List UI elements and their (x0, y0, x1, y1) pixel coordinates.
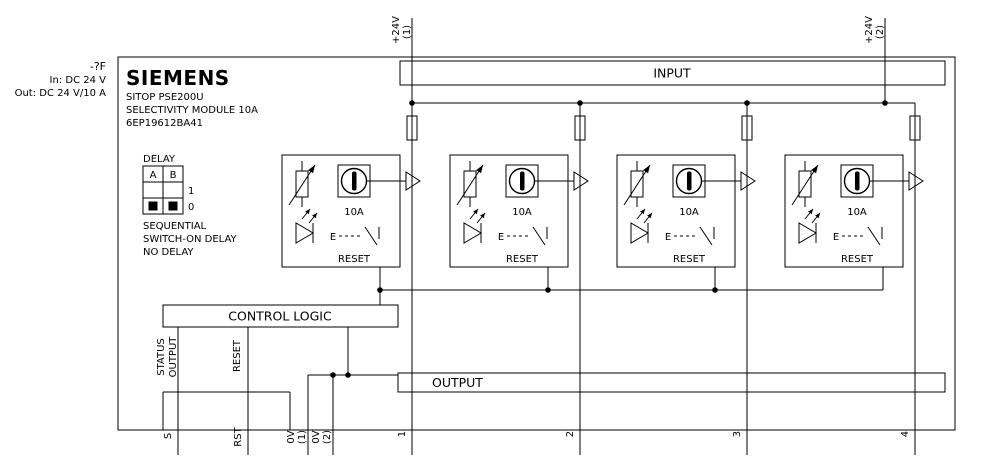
input-bus-label: INPUT (653, 66, 691, 81)
device-designator: -?F (90, 60, 106, 73)
terminal-0v2-index: (2) (322, 430, 333, 444)
terminal-rst-label: RST (233, 426, 244, 446)
junction-dot (377, 287, 383, 293)
terminal-0v1-label: 0V (286, 430, 297, 443)
channel-2-reset-label: RESET (506, 254, 539, 265)
junction-dot (744, 100, 750, 106)
reset-line-label: RESET (232, 339, 243, 372)
control-logic-label: CONTROL LOGIC (228, 309, 332, 324)
delay-legend-3: NO DELAY (143, 247, 194, 258)
delay-column-a: A (150, 170, 157, 181)
channel-3-reset-label: RESET (673, 254, 706, 265)
status-output-label-2: OUTPUT (168, 336, 179, 378)
terminal-0v2-label: 0V (311, 430, 322, 443)
channel-1-reset-label: RESET (338, 254, 371, 265)
control-logic-box (162, 304, 399, 328)
dip-switch-a-icon (148, 201, 158, 211)
channel-1-manual-label: E (330, 232, 336, 243)
feed2-index-label: (2) (875, 25, 886, 39)
junction-dot (545, 287, 551, 293)
status-output-label-1: STATUS (156, 338, 167, 376)
terminal-s-label: S (163, 433, 174, 439)
product-name: SITOP PSE200U (126, 92, 204, 103)
channel-3-manual-label: E (665, 232, 671, 243)
junction-dot (409, 100, 415, 106)
junction-dots (330, 100, 888, 378)
terminal-3-label: 3 (732, 431, 743, 437)
channel-2-manual-label: E (498, 232, 504, 243)
junction-dot (345, 372, 351, 378)
junction-dot (882, 100, 888, 106)
feed1-index-label: (1) (402, 25, 413, 39)
channel-4-rating: 10A (847, 207, 867, 218)
terminal-0v1-index: (1) (297, 430, 308, 444)
order-number: 6EP19612BA41 (126, 118, 203, 129)
delay-row-0: 0 (188, 202, 194, 213)
output-rating-label: Out: DC 24 V/10 A (15, 88, 107, 99)
delay-selector (142, 165, 184, 215)
delay-row-1: 1 (188, 186, 194, 197)
dip-switch-b-icon (168, 201, 178, 211)
terminal-4-label: 4 (900, 431, 911, 437)
brand-logo-text: SIEMENS (126, 66, 230, 90)
junction-dot (330, 372, 336, 378)
channel-4-reset-label: RESET (841, 254, 874, 265)
channel-1-rating: 10A (344, 207, 364, 218)
input-rating-label: In: DC 24 V (50, 75, 107, 86)
wiring (162, 18, 916, 455)
output-bus-label: OUTPUT (432, 375, 483, 390)
delay-column-b: B (170, 170, 177, 181)
junction-dot (577, 100, 583, 106)
delay-legend-2: SWITCH-ON DELAY (143, 234, 238, 245)
product-description: SELECTIVITY MODULE 10A (126, 105, 258, 116)
input-bus-bar (399, 60, 946, 86)
feed1-voltage-label: +24V (391, 16, 402, 44)
junction-dot (712, 287, 718, 293)
delay-legend-1: SEQUENTIAL (143, 221, 207, 232)
output-bus-bar (397, 372, 946, 393)
channel-4-manual-label: E (833, 232, 839, 243)
channel-2-rating: 10A (512, 207, 532, 218)
terminal-1-label: 1 (397, 431, 408, 437)
terminal-2-label: 2 (565, 431, 576, 437)
feed2-voltage-label: +24V (864, 16, 875, 44)
delay-title: DELAY (143, 154, 176, 165)
channel-3-rating: 10A (679, 207, 699, 218)
